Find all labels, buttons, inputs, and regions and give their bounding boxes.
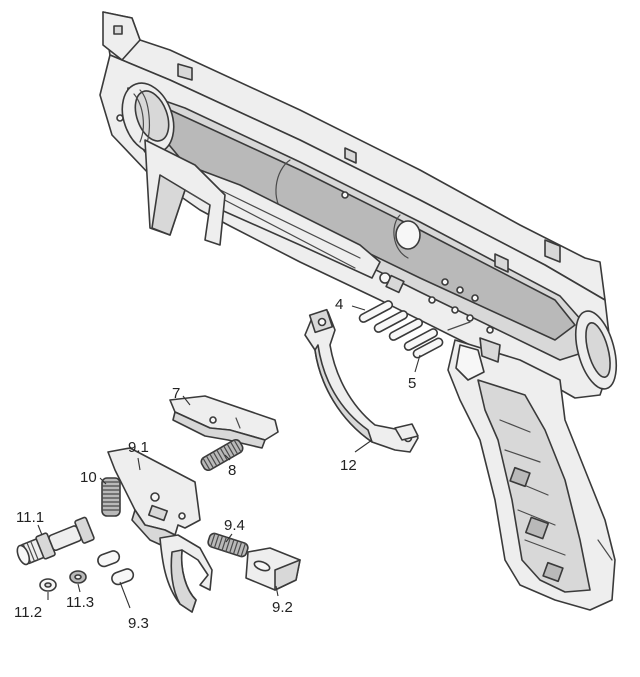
label-9-4: 9.4	[224, 517, 245, 534]
trigger-guard-part-12	[304, 308, 419, 453]
leader-4	[351, 305, 366, 311]
label-10: 10	[80, 469, 97, 486]
sear-part-7	[169, 395, 279, 449]
spring-part-8	[200, 438, 244, 472]
spring-part-10	[101, 477, 121, 517]
leader-9-2	[275, 585, 279, 597]
label-8: 8	[228, 462, 236, 479]
pins-part-9-3	[97, 550, 135, 586]
leader-9-3	[119, 581, 131, 609]
valve-part-11-1	[16, 516, 95, 566]
block-part-9-2	[245, 547, 301, 591]
label-4: 4	[335, 296, 343, 313]
leader-8	[224, 454, 231, 461]
spring-part-9-4	[207, 532, 249, 558]
trigger-housing-part-9-1	[107, 447, 213, 613]
label-9-1: 9.1	[128, 439, 149, 456]
receiver-body	[99, 11, 618, 399]
leader-lines	[37, 305, 421, 609]
washer-part-11-2	[39, 578, 57, 592]
leader-12	[354, 439, 373, 453]
part-labels: 4 5 7 8 9.1 9.2 9.3 9.4 10 11.1 11.2 11.…	[14, 296, 416, 632]
label-9-2: 9.2	[272, 599, 293, 616]
pin-part-5	[412, 321, 471, 359]
label-5: 5	[408, 375, 416, 392]
label-12: 12	[340, 457, 357, 474]
o-ring-part-11-3	[69, 570, 87, 584]
pins-part-4	[358, 300, 439, 351]
leader-9-1	[137, 457, 141, 471]
label-11-2: 11.2	[14, 604, 42, 621]
leader-11-1	[37, 524, 43, 536]
leader-10	[99, 477, 107, 485]
label-11-1: 11.1	[16, 509, 44, 526]
leader-7	[182, 395, 191, 406]
grip-frame	[447, 337, 616, 611]
leader-9-4	[225, 533, 233, 543]
leader-11-3	[77, 583, 81, 593]
label-7: 7	[172, 385, 180, 402]
leader-5	[414, 354, 421, 373]
label-11-3: 11.3	[66, 594, 94, 611]
label-9-3: 9.3	[128, 615, 149, 632]
